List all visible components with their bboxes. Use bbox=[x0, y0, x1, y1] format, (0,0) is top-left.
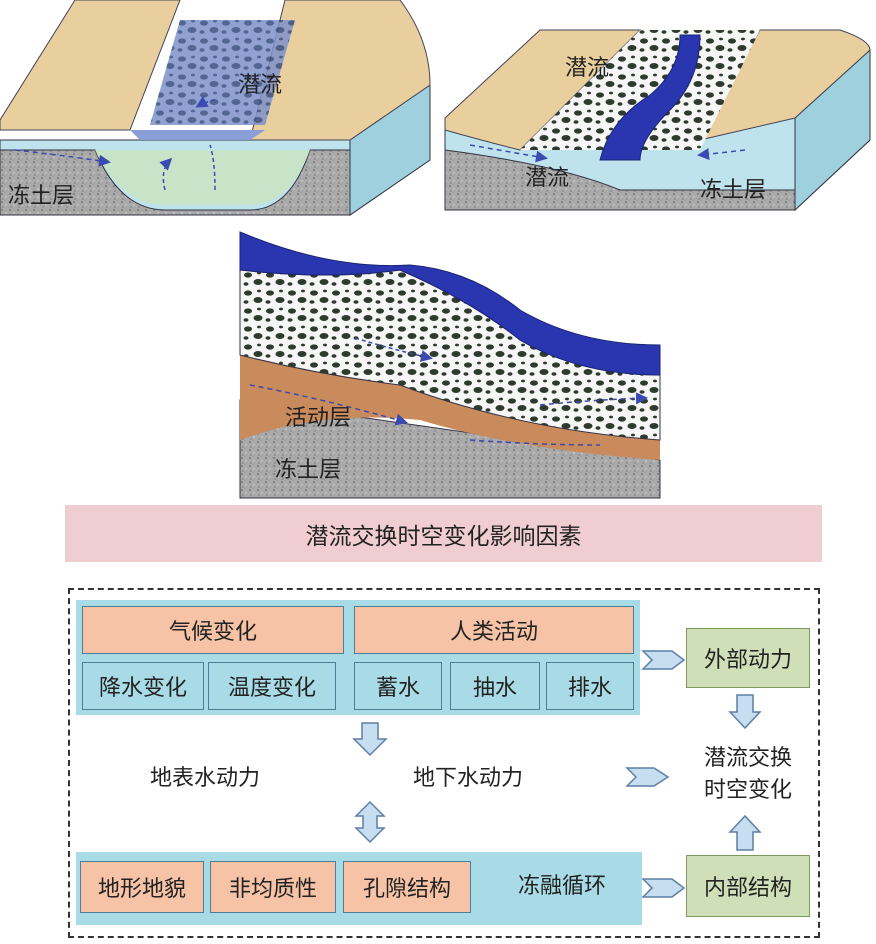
freeze-thaw-label: 冻融循环 bbox=[518, 874, 607, 899]
external-dynamics-box: 外部动力 bbox=[686, 628, 810, 688]
label-flow-top-right-upper: 潜流 bbox=[565, 56, 610, 81]
diagram-hillslope-section bbox=[239, 231, 661, 499]
result-line-2: 时空变化 bbox=[703, 778, 792, 803]
arrow-right-external bbox=[641, 650, 686, 670]
arrow-down-dynamics bbox=[352, 722, 388, 757]
diagram-meander-cross-section bbox=[444, 29, 871, 212]
ground-dynamics-label: 地下水动力 bbox=[413, 766, 524, 791]
arrow-right-internal bbox=[641, 878, 686, 898]
arrow-up-internal bbox=[728, 814, 762, 851]
internal-structure-box: 内部结构 bbox=[686, 855, 810, 917]
arrow-right-dynamics bbox=[625, 767, 670, 787]
banner-title: 潜流交换时空变化影响因素 bbox=[65, 505, 822, 562]
label-permafrost-top-left: 冻土层 bbox=[8, 184, 75, 209]
water-discharge-box: 排水 bbox=[546, 662, 634, 710]
arrow-down-external bbox=[728, 694, 762, 730]
result-label: 潜流交换 时空变化 bbox=[686, 743, 810, 807]
water-storage-box: 蓄水 bbox=[354, 662, 442, 710]
arrow-updown-structure bbox=[354, 800, 386, 844]
temperature-change-box: 温度变化 bbox=[208, 662, 336, 710]
precipitation-change-box: 降水变化 bbox=[82, 662, 204, 710]
surface-dynamics-label: 地表水动力 bbox=[150, 766, 261, 791]
label-permafrost-top-right: 冻土层 bbox=[700, 178, 767, 203]
human-activity-box: 人类活动 bbox=[354, 606, 634, 654]
water-pumping-box: 抽水 bbox=[450, 662, 540, 710]
heterogeneity-box: 非均质性 bbox=[210, 861, 336, 913]
result-line-1: 潜流交换 bbox=[703, 746, 792, 771]
flow-arrows bbox=[352, 650, 762, 898]
label-flow-top-right-lower: 潜流 bbox=[525, 166, 570, 191]
terrain-box: 地形地貌 bbox=[80, 861, 204, 913]
label-active-layer: 活动层 bbox=[285, 406, 352, 431]
label-flow-top-left: 潜流 bbox=[238, 73, 283, 98]
diagram-channel-cross-section bbox=[0, 0, 431, 216]
pore-structure-box: 孔隙结构 bbox=[343, 861, 471, 913]
label-permafrost-middle: 冻土层 bbox=[275, 458, 342, 483]
factors-frame bbox=[68, 588, 820, 938]
climate-change-box: 气候变化 bbox=[82, 606, 344, 654]
